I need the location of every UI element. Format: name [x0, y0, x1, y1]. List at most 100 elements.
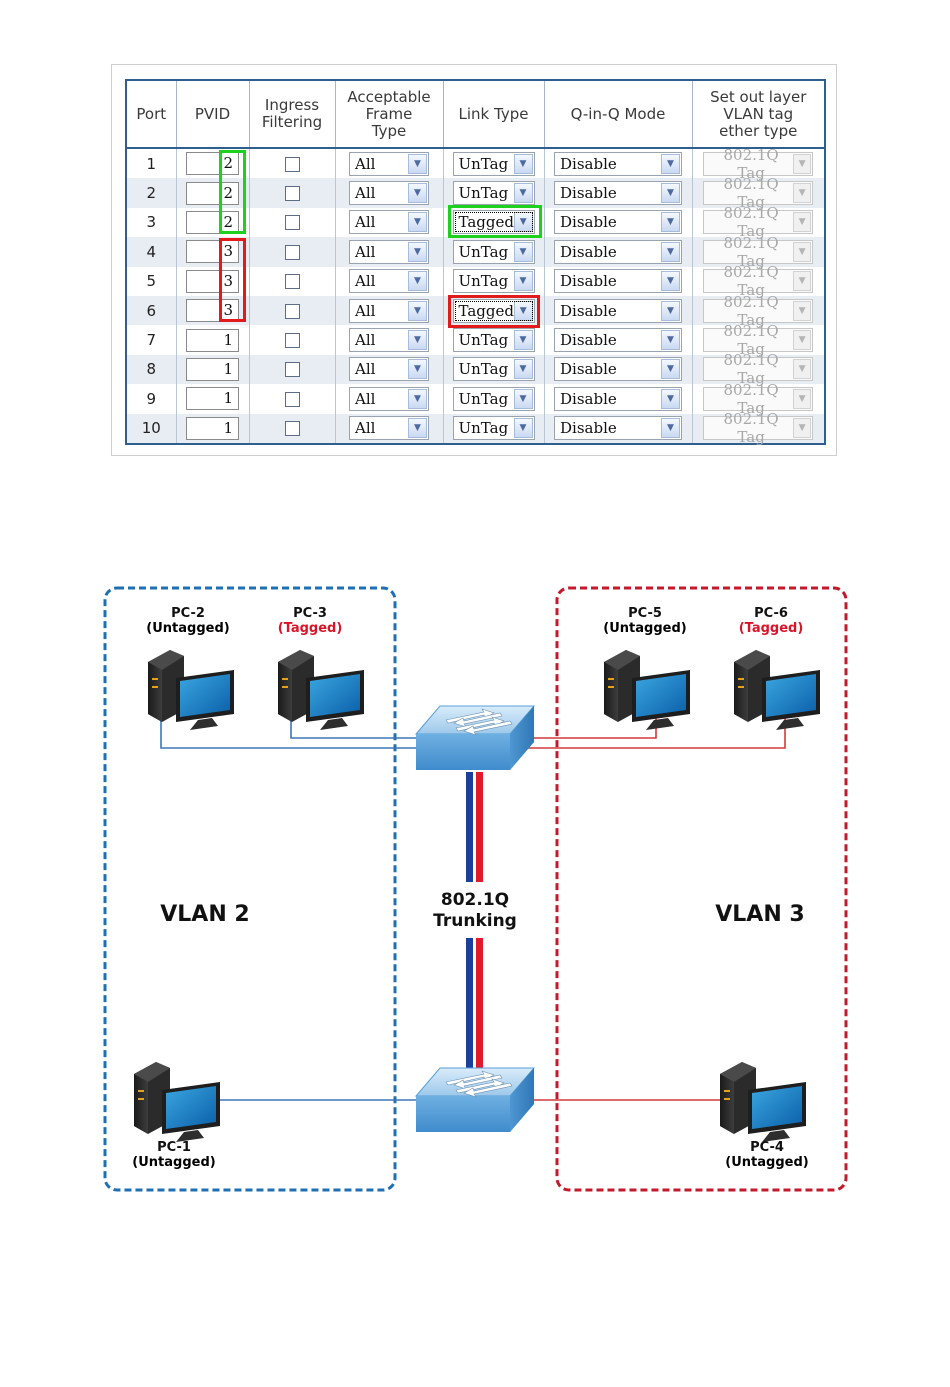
link-type-select[interactable]: UnTag▼ [452, 386, 535, 411]
chevron-down-icon[interactable]: ▼ [408, 153, 427, 174]
pvid-input[interactable]: 1 [186, 357, 239, 381]
pvid-input[interactable]: 2 [186, 152, 239, 176]
chevron-down-icon[interactable]: ▼ [408, 359, 427, 380]
port-cell: 10 [125, 413, 177, 444]
ingress-filtering-checkbox[interactable] [284, 362, 300, 378]
link-type-select[interactable]: UnTag▼ [452, 357, 535, 382]
chevron-down-icon[interactable]: ▼ [513, 183, 533, 204]
chevron-down-icon[interactable]: ▼ [661, 388, 680, 409]
qinq-mode-select[interactable]: Disable▼ [554, 239, 682, 264]
pc3-computer-icon [278, 650, 364, 730]
chevron-down-icon[interactable]: ▼ [513, 359, 533, 380]
pvid-input[interactable]: 1 [186, 387, 239, 411]
ingress-filtering-checkbox[interactable] [284, 421, 300, 437]
chevron-down-icon: ▼ [792, 418, 812, 439]
qinq-mode-select[interactable]: Disable▼ [554, 151, 682, 176]
chevron-down-icon[interactable]: ▼ [513, 271, 533, 292]
link-type-select[interactable]: UnTag▼ [452, 181, 535, 206]
chevron-down-icon[interactable]: ▼ [661, 153, 680, 174]
qinq-mode-select[interactable]: Disable▼ [554, 357, 682, 382]
chevron-down-icon[interactable]: ▼ [513, 153, 533, 174]
chevron-down-icon[interactable]: ▼ [513, 212, 533, 233]
pvid-cell: 1 [175, 354, 250, 385]
chevron-down-icon[interactable]: ▼ [408, 388, 427, 409]
qinq-mode-select[interactable]: Disable▼ [554, 298, 682, 323]
chevron-down-icon[interactable]: ▼ [661, 241, 680, 262]
ingress-cell [248, 354, 336, 385]
pvid-input[interactable]: 3 [186, 269, 239, 293]
link-type-select[interactable]: UnTag▼ [452, 151, 535, 176]
pvid-input[interactable]: 1 [186, 416, 239, 440]
chevron-down-icon[interactable]: ▼ [408, 418, 427, 439]
qinq-mode-select[interactable]: Disable ▼ [554, 269, 682, 294]
frame-type-select[interactable]: All▼ [349, 328, 429, 353]
pvid-input[interactable]: 3 [186, 299, 239, 323]
chevron-down-icon[interactable]: ▼ [408, 330, 427, 351]
vlan-trunk-diagram: PC-2 (Untagged) PC-3 (Tagged) PC-5 (Unta… [0, 560, 950, 1220]
qinq-mode-select[interactable]: Disable▼ [554, 210, 682, 235]
qinq-mode-select[interactable]: Disable▼ [554, 386, 682, 411]
qinq-mode-select[interactable]: Disable▼ [554, 328, 682, 353]
chevron-down-icon[interactable]: ▼ [661, 212, 680, 233]
frame-type-select[interactable]: All▼ [349, 269, 429, 294]
port-cell: 8 [125, 354, 177, 385]
ingress-filtering-checkbox[interactable] [284, 156, 300, 172]
chevron-down-icon[interactable]: ▼ [408, 183, 427, 204]
pvid-input[interactable]: 2 [186, 181, 239, 205]
link-type-select[interactable]: UnTag▼ [452, 239, 535, 264]
header-text: Ingress [264, 96, 320, 114]
ingress-filtering-checkbox[interactable] [284, 391, 300, 407]
link-type-select[interactable]: Tagged▼ [452, 298, 535, 323]
frame-type-select[interactable]: All▼ [349, 298, 429, 323]
pvid-input[interactable]: 1 [186, 328, 239, 352]
chevron-down-icon[interactable]: ▼ [661, 359, 680, 380]
ingress-filtering-checkbox[interactable] [284, 274, 300, 290]
chevron-down-icon[interactable]: ▼ [661, 418, 680, 439]
trunk-red-upper [476, 772, 483, 882]
chevron-down-icon[interactable]: ▼ [408, 300, 427, 321]
select-value: All [355, 242, 376, 261]
frame-type-select[interactable]: All ▼ [349, 386, 429, 411]
select-value: Disable [560, 272, 617, 291]
chevron-down-icon[interactable]: ▼ [513, 300, 533, 321]
ingress-filtering-checkbox[interactable] [284, 303, 300, 319]
pvid-input[interactable]: 2 [186, 210, 239, 234]
qinq-mode-select[interactable]: Disable▼ [554, 181, 682, 206]
select-value: All [355, 389, 376, 408]
chevron-down-icon[interactable]: ▼ [513, 241, 533, 262]
frame-type-select[interactable]: All▼ [349, 357, 429, 382]
frame-type-select[interactable]: All ▼ [349, 239, 429, 264]
ingress-filtering-checkbox[interactable] [284, 333, 300, 349]
frame-type-select[interactable]: All▼ [349, 416, 429, 441]
frame-type-cell: All▼ [334, 413, 444, 444]
chevron-down-icon[interactable]: ▼ [513, 418, 533, 439]
ingress-cell [248, 266, 336, 296]
select-value: 802.1Q Tag [723, 292, 779, 329]
chevron-down-icon[interactable]: ▼ [661, 300, 680, 321]
chevron-down-icon[interactable]: ▼ [408, 241, 427, 262]
link-type-select[interactable]: UnTag▼ [452, 269, 535, 294]
ingress-filtering-checkbox[interactable] [284, 215, 300, 231]
chevron-down-icon[interactable]: ▼ [408, 271, 427, 292]
link-type-select[interactable]: UnTag▼ [452, 328, 535, 353]
link-type-select[interactable]: UnTag▼ [452, 416, 535, 441]
link-type-cell: UnTag▼ [442, 148, 545, 179]
frame-type-select[interactable]: All▼ [349, 181, 429, 206]
ingress-filtering-checkbox[interactable] [284, 244, 300, 260]
chevron-down-icon[interactable]: ▼ [408, 212, 427, 233]
chevron-down-icon[interactable]: ▼ [513, 388, 533, 409]
ingress-filtering-checkbox[interactable] [284, 186, 300, 202]
pvid-input[interactable]: 3 [186, 240, 239, 264]
chevron-down-icon[interactable]: ▼ [661, 271, 680, 292]
qinq-mode-select[interactable]: Disable▼ [554, 416, 682, 441]
ingress-cell [248, 207, 336, 238]
chevron-down-icon[interactable]: ▼ [661, 330, 680, 351]
frame-type-select[interactable]: All▼ [349, 210, 429, 235]
link-type-select[interactable]: Tagged▼ [452, 210, 535, 235]
chevron-down-icon[interactable]: ▼ [661, 183, 680, 204]
frame-type-select[interactable]: All▼ [349, 151, 429, 176]
outer-tag-cell: 802.1Q Tag▼ [691, 410, 826, 446]
chevron-down-icon[interactable]: ▼ [513, 330, 533, 351]
frame-type-cell: All ▼ [334, 384, 444, 414]
